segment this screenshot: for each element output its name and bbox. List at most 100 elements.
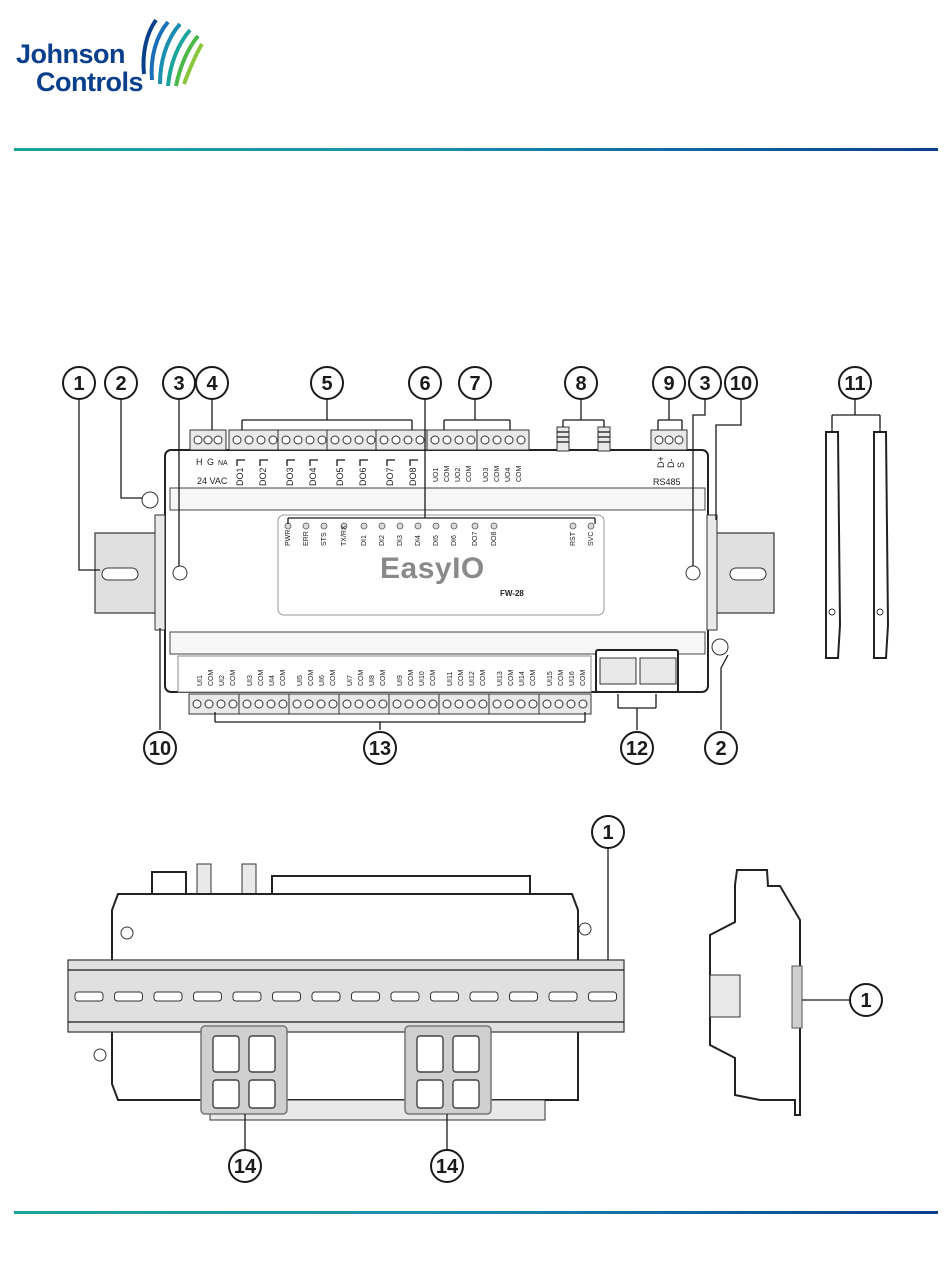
- antenna-left: [825, 431, 842, 659]
- ui-label-6: COM: [258, 670, 265, 687]
- led-do7: DO7: [471, 522, 479, 547]
- ui-label-4: COM: [230, 670, 237, 687]
- callout-number: 2: [715, 738, 726, 760]
- callout-number: 7: [469, 373, 480, 395]
- uo-label-8: COM: [516, 466, 523, 483]
- callout-number: 3: [173, 373, 184, 395]
- do-label-5: DO5: [335, 467, 345, 486]
- callout-10: 10: [724, 366, 758, 400]
- callout-14: 14: [228, 1149, 262, 1183]
- callout-number: 1: [602, 822, 613, 844]
- do-label-8: DO8: [408, 467, 418, 486]
- ui-label-24: COM: [480, 670, 487, 687]
- ui-label-11: UI6: [319, 675, 326, 686]
- ui-label-27: UI14: [519, 671, 526, 686]
- ui-label-8: COM: [280, 670, 287, 687]
- uo-label-3: UO2: [455, 468, 462, 483]
- led-pwr: PWR: [284, 522, 292, 546]
- rs485-pin-dminus: D-: [666, 459, 676, 469]
- ui-label-2: COM: [208, 670, 215, 687]
- din-latch-right: [404, 1025, 492, 1115]
- callout-6: 6: [408, 366, 442, 400]
- led-err: ERR: [302, 522, 310, 546]
- callout-number: 9: [663, 373, 674, 395]
- rs485-terminal-block: [650, 429, 688, 451]
- din-clip-left: [154, 514, 166, 631]
- ui-label-17: UI9: [397, 675, 404, 686]
- uo-label-1: UO1: [433, 468, 440, 483]
- led-rst: RST: [569, 522, 577, 546]
- ui-label-15: UI8: [369, 675, 376, 686]
- callout-5: 5: [310, 366, 344, 400]
- led-label: DI3: [397, 535, 404, 546]
- profile-view: [709, 869, 803, 1116]
- rs485-label: RS485: [653, 477, 681, 487]
- power-pin-na: NA: [218, 460, 228, 467]
- callout-number: 12: [626, 738, 648, 760]
- rs485-pin-dplus: D+: [656, 456, 666, 468]
- ui-label-band: [177, 655, 592, 693]
- ui-label-18: COM: [408, 670, 415, 687]
- led-do8: DO8: [490, 522, 498, 547]
- callout-10: 10: [143, 731, 177, 765]
- callout-number: 3: [699, 373, 710, 395]
- page-header: Johnson Controls: [0, 0, 950, 160]
- led-label: DI2: [379, 535, 386, 546]
- led-di4: DI4: [414, 522, 422, 546]
- callout-3: 3: [688, 366, 722, 400]
- led-label: DI4: [415, 535, 422, 546]
- ui-terminal-blocks: [188, 693, 592, 715]
- screw-hole-left: [172, 565, 188, 581]
- led-label: PWR: [285, 530, 292, 546]
- callout-2: 2: [104, 366, 138, 400]
- led-label: DO7: [472, 532, 479, 547]
- callout-11: 11: [838, 366, 872, 400]
- top-ridge: [169, 487, 706, 511]
- callout-number: 4: [206, 373, 218, 395]
- uo-label-7: UO4: [505, 468, 512, 483]
- led-label: ERR: [303, 531, 310, 546]
- logo-line-2: Controls: [36, 67, 144, 97]
- company-logo: Johnson Controls: [16, 40, 144, 97]
- led-label: DI5: [433, 535, 440, 546]
- led-label: DO8: [491, 532, 498, 547]
- din-latch-left: [200, 1025, 288, 1115]
- header-divider: [14, 148, 938, 151]
- led-di3: DI3: [396, 522, 404, 546]
- led-svc: SVC: [587, 522, 595, 546]
- do-terminal-blocks: [228, 429, 429, 451]
- ui-label-31: UI16: [569, 671, 576, 686]
- callout-3: 3: [162, 366, 196, 400]
- led-di1: DI1: [360, 522, 368, 546]
- screw-hole-right: [685, 565, 701, 581]
- callout-12: 12: [620, 731, 654, 765]
- ui-label-16: COM: [380, 670, 387, 687]
- callout-number: 5: [321, 373, 332, 395]
- ui-label-29: UI15: [547, 671, 554, 686]
- ethernet-ports: [595, 649, 679, 693]
- uo-terminal-blocks: [426, 429, 530, 451]
- ui-label-14: COM: [358, 670, 365, 687]
- led-di5: DI5: [432, 522, 440, 546]
- ui-label-20: COM: [430, 670, 437, 687]
- ui-label-23: UI12: [469, 671, 476, 686]
- bottom-ridge: [169, 631, 706, 655]
- led-sts: STS: [320, 522, 328, 546]
- callout-7: 7: [458, 366, 492, 400]
- callout-1: 1: [62, 366, 96, 400]
- do-label-4: DO4: [308, 467, 318, 486]
- ui-label-32: COM: [580, 670, 587, 687]
- callout-13: 13: [363, 731, 397, 765]
- antenna-right: [873, 431, 890, 659]
- do-label-7: DO7: [385, 467, 395, 486]
- uo-label-4: COM: [466, 466, 473, 483]
- callout-1: 1: [591, 815, 625, 849]
- callout-4: 4: [195, 366, 229, 400]
- led-label: TX/RX: [341, 525, 348, 546]
- uo-label-5: UO3: [483, 468, 490, 483]
- uo-label-6: COM: [494, 466, 501, 483]
- rear-view: [67, 863, 625, 1121]
